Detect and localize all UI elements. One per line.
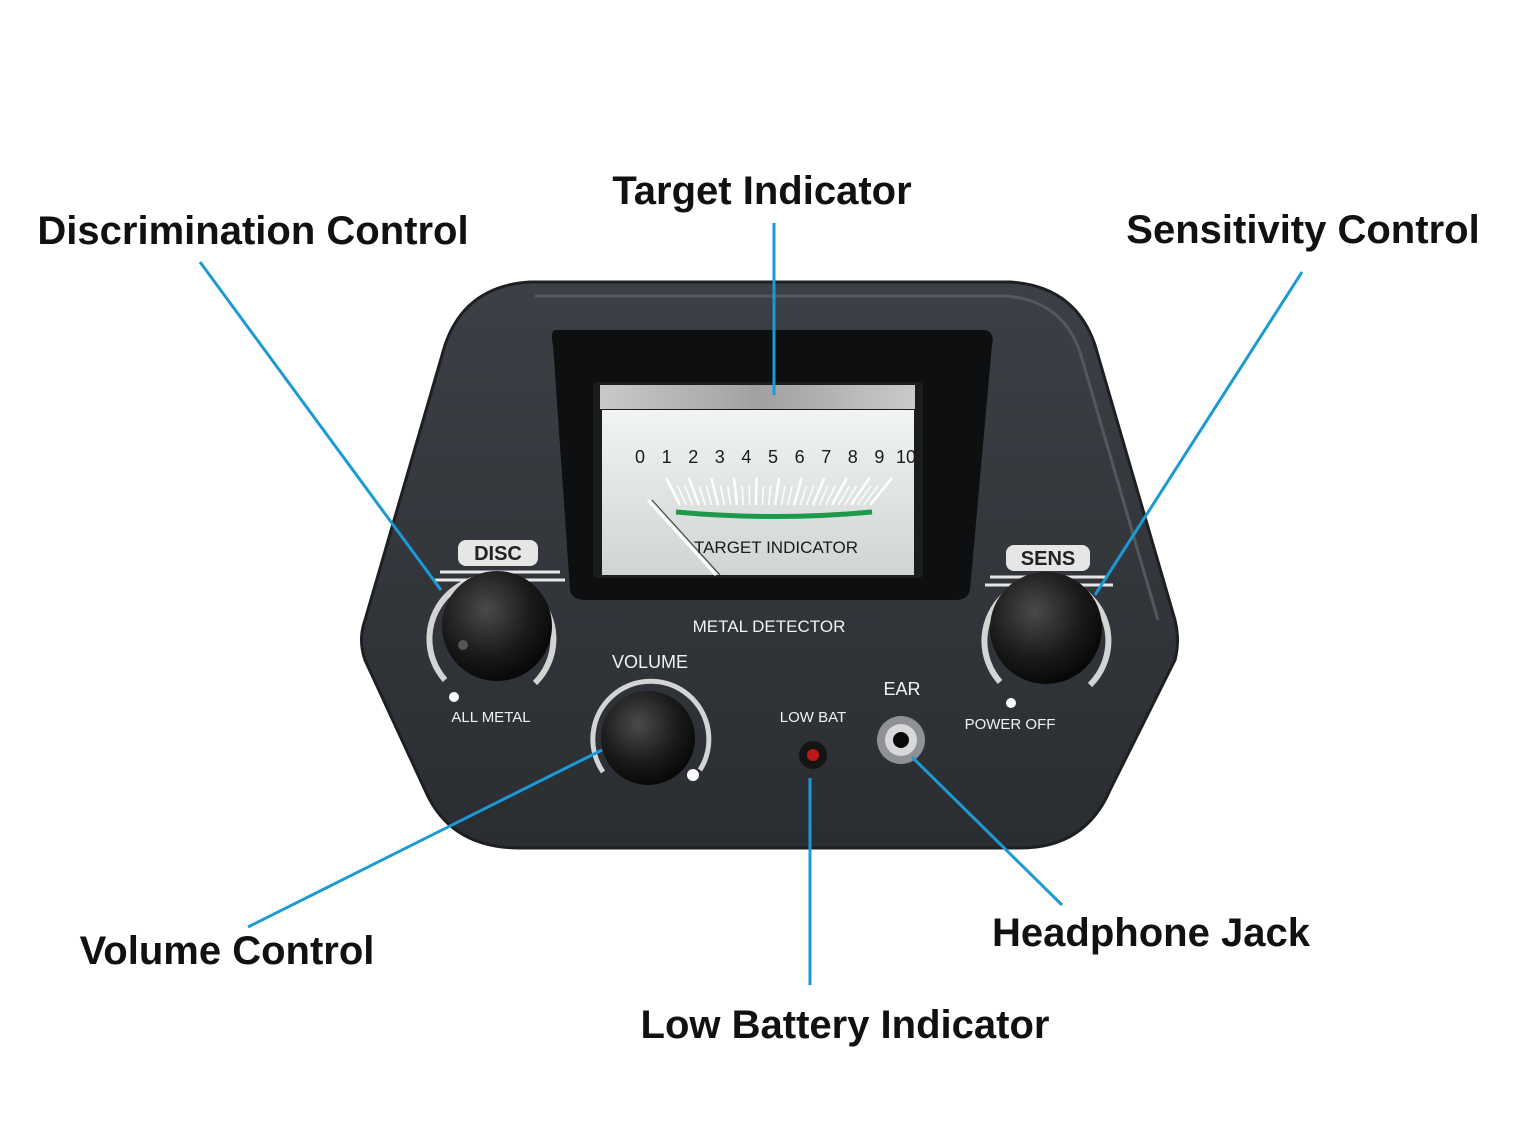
disc-min-dot xyxy=(449,692,459,702)
sensitivity-control-leader xyxy=(1095,272,1302,595)
meter-scale-number: 0 xyxy=(635,447,645,467)
disc-knob[interactable] xyxy=(442,571,552,681)
device-label: METAL DETECTOR xyxy=(693,617,846,636)
meter-label: TARGET INDICATOR xyxy=(694,538,858,557)
meter-scale-number: 3 xyxy=(715,447,725,467)
discrimination-control-leader xyxy=(200,262,441,590)
meter-scale-number: 5 xyxy=(768,447,778,467)
volume-knob[interactable] xyxy=(601,691,695,785)
sens-label: SENS xyxy=(1021,548,1075,570)
sensitivity-control-callout: Sensitivity Control xyxy=(1126,208,1479,252)
discrimination-control-callout: Discrimination Control xyxy=(37,209,468,253)
disc-min-label: ALL METAL xyxy=(451,709,530,726)
sens-min-label: POWER OFF xyxy=(965,716,1056,733)
meter-scale-number: 7 xyxy=(821,447,831,467)
meter-scale-number: 1 xyxy=(662,447,672,467)
volume-control-callout: Volume Control xyxy=(80,929,375,973)
sens-min-dot xyxy=(1006,698,1016,708)
meter-scale-number: 6 xyxy=(795,447,805,467)
meter-glass-top xyxy=(600,385,915,409)
ear-label: EAR xyxy=(883,679,920,699)
meter-tick xyxy=(756,478,757,505)
volume-label: VOLUME xyxy=(612,652,688,672)
headphone-jack-callout: Headphone Jack xyxy=(992,911,1311,955)
meter-scale-number: 8 xyxy=(848,447,858,467)
disc-knob-indicator xyxy=(458,640,468,650)
meter-scale-number: 9 xyxy=(874,447,884,467)
meter-scale-number: 2 xyxy=(688,447,698,467)
low-bat-led xyxy=(807,749,819,761)
meter-scale-number: 10 xyxy=(896,447,916,467)
ear-jack-hole[interactable] xyxy=(893,732,909,748)
sens-knob[interactable] xyxy=(990,572,1102,684)
meter-scale-number: 4 xyxy=(741,447,751,467)
low-battery-indicator-callout: Low Battery Indicator xyxy=(641,1003,1050,1047)
volume-max-dot xyxy=(687,769,699,781)
disc-label: DISC xyxy=(474,543,522,565)
target-indicator-callout: Target Indicator xyxy=(612,169,911,213)
low-bat-label: LOW BAT xyxy=(780,709,846,726)
